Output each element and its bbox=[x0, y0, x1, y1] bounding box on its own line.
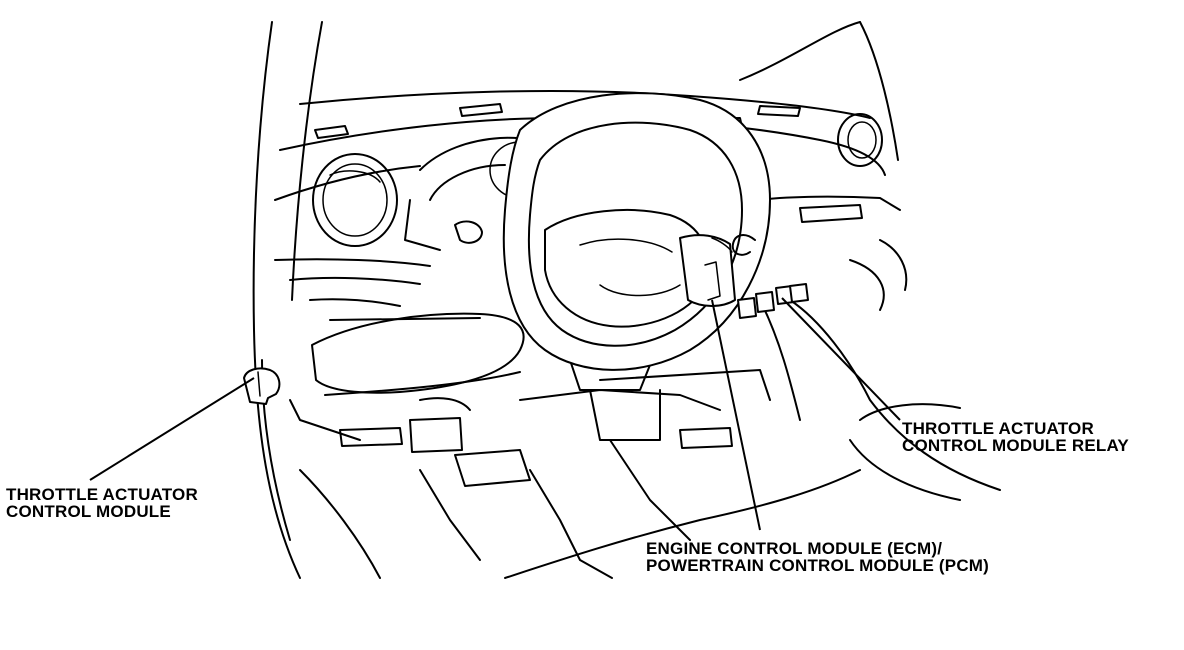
relay-cluster bbox=[737, 283, 809, 319]
center-tunnel bbox=[759, 239, 1001, 501]
label-line: THROTTLE ACTUATOR bbox=[6, 485, 198, 504]
label-line: POWERTRAIN CONTROL MODULE (PCM) bbox=[646, 556, 990, 575]
label-throttle-actuator-control-module: THROTTLE ACTUATOR CONTROL MODULE bbox=[6, 486, 198, 520]
label-line: CONTROL MODULE bbox=[6, 502, 171, 521]
lower-console bbox=[339, 369, 771, 487]
label-line: CONTROL MODULE RELAY bbox=[902, 436, 1129, 455]
leader-ecm-pcm bbox=[711, 299, 761, 531]
label-line: THROTTLE ACTUATOR bbox=[902, 419, 1094, 438]
left-air-vent bbox=[312, 153, 398, 247]
floor-area bbox=[299, 439, 861, 579]
tac-module-unit bbox=[243, 367, 281, 405]
lower-dash-left bbox=[274, 258, 525, 441]
leader-tac-relay bbox=[781, 297, 901, 421]
label-line: ENGINE CONTROL MODULE (ECM)/ bbox=[646, 539, 943, 558]
steering-wheel bbox=[502, 92, 771, 371]
leader-tac-module bbox=[89, 377, 255, 481]
label-ecm-pcm: ENGINE CONTROL MODULE (ECM)/ POWERTRAIN … bbox=[646, 540, 989, 574]
ecm-pcm-unit bbox=[679, 234, 736, 307]
right-air-vent bbox=[837, 113, 883, 167]
label-throttle-actuator-control-module-relay: THROTTLE ACTUATOR CONTROL MODULE RELAY bbox=[902, 420, 1129, 454]
